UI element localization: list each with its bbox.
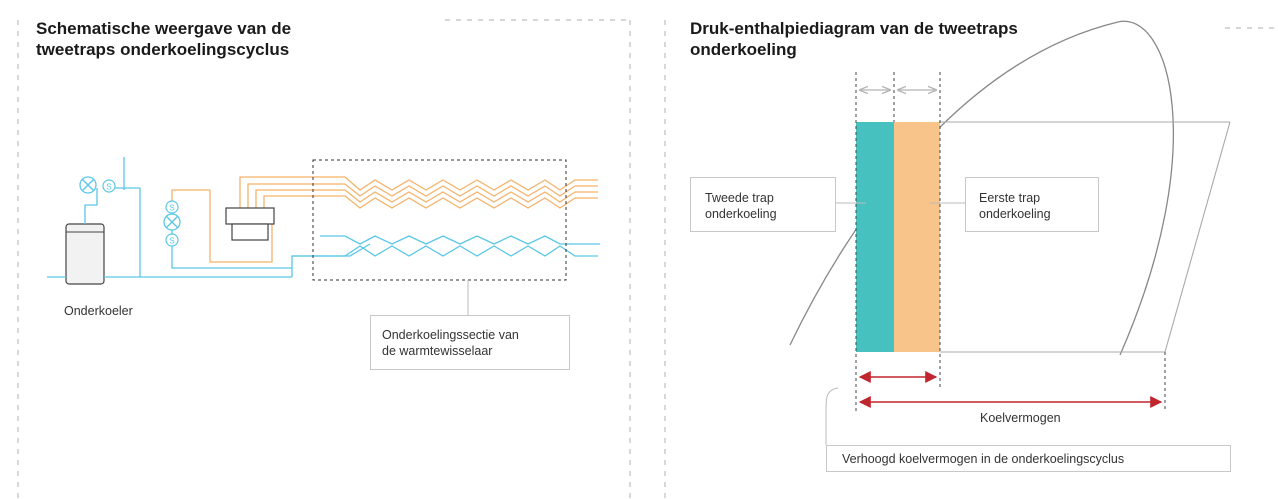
first-stage-band [894,122,940,352]
left-panel-frame [17,19,631,499]
subcooler-tank [65,223,105,285]
right-panel-title-line1: Druk-enthalpiediagram van de tweetraps [690,19,1018,38]
first-stage-label-line2: onderkoeling [979,207,1051,221]
cycle-lines [940,121,1231,353]
solenoid-valve-icon: S S S [102,179,179,247]
second-stage-band [856,122,894,352]
label-leaders [825,202,965,445]
svg-text:S: S [106,183,111,192]
water-pipes [47,157,600,278]
guide-lines [855,72,1166,412]
svg-text:S: S [169,237,174,246]
left-panel-title-line1: Schematische weergave van de [36,19,292,38]
increased-capacity-label-box: Verhoogd koelvermogen in de onderkoeling… [826,445,1231,472]
first-stage-label-line1: Eerste trap [979,191,1041,205]
first-stage-label-box: Eerste trap onderkoeling [965,177,1099,232]
right-panel-title: Druk-enthalpiediagram van de tweetraps o… [690,18,1018,60]
second-stage-label-line2: onderkoeling [705,207,777,221]
left-panel-title: Schematische weergave van de tweetraps o… [36,18,291,60]
capacity-label: Koelvermogen [980,411,1061,425]
valve-icon [79,176,181,231]
section-label-line1: Onderkoelingssectie van [382,328,519,342]
heat-exchanger-section [312,159,567,281]
expansion-device [225,207,275,241]
refrigerant-pipes [171,176,598,263]
section-label-line2: de warmtewisselaar [382,344,493,358]
second-stage-label-box: Tweede trap onderkoeling [690,177,836,232]
subcooler-label: Onderkoeler [64,304,133,318]
right-panel-frame [664,20,1278,499]
right-panel-title-line2: onderkoeling [690,40,797,59]
heat-exchanger-label-box: Onderkoelingssectie van de warmtewissela… [370,315,570,370]
capacity-arrows [858,371,1163,408]
increased-capacity-label: Verhoogd koelvermogen in de onderkoeling… [842,452,1125,466]
second-stage-label-line1: Tweede trap [705,191,774,205]
left-panel-title-line2: tweetraps onderkoelingscyclus [36,40,290,59]
svg-text:S: S [169,204,174,213]
